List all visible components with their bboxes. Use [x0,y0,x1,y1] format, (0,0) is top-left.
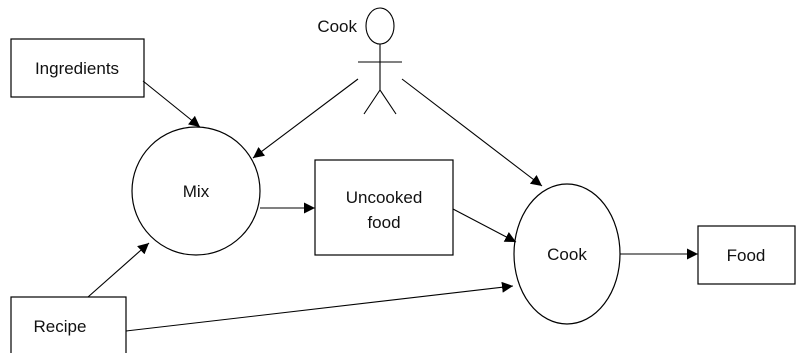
uncooked-food-box [314,159,454,256]
cook-actor: Cook [317,7,402,115]
arrow-recipe-to-mix [87,242,150,298]
ingredients-box [10,38,145,98]
node-cook: Cook [513,183,621,325]
ingredients-label: Ingredients [35,59,119,78]
uncooked-food-label-line1: Uncooked [346,188,423,207]
mix-circle [131,126,261,256]
actor-head [365,7,395,45]
arrow-actor-to-mix [252,78,359,159]
actor-right-leg [379,89,397,115]
node-food: Food [697,225,796,285]
node-mix: Mix [131,126,261,256]
actor-label: Cook [317,17,357,36]
recipe-label: Recipe [34,317,87,336]
arrow-recipe-to-cook [125,281,514,332]
node-ingredients: Ingredients [10,38,145,98]
node-recipe: Recipe [10,296,127,353]
arrow-uncooked-food-to-cook [452,208,517,243]
actor-left-leg [363,89,381,115]
recipe-box [10,296,127,353]
uncooked-food-label-line2: food [367,213,400,232]
arrow-actor-to-cook [401,78,543,187]
food-label: Food [727,246,766,265]
cook-label: Cook [547,245,587,264]
mix-label: Mix [183,182,210,201]
arrow-ingredients-to-mix [142,80,201,128]
node-uncooked-food: Uncooked food [314,159,454,256]
food-box [697,225,796,285]
